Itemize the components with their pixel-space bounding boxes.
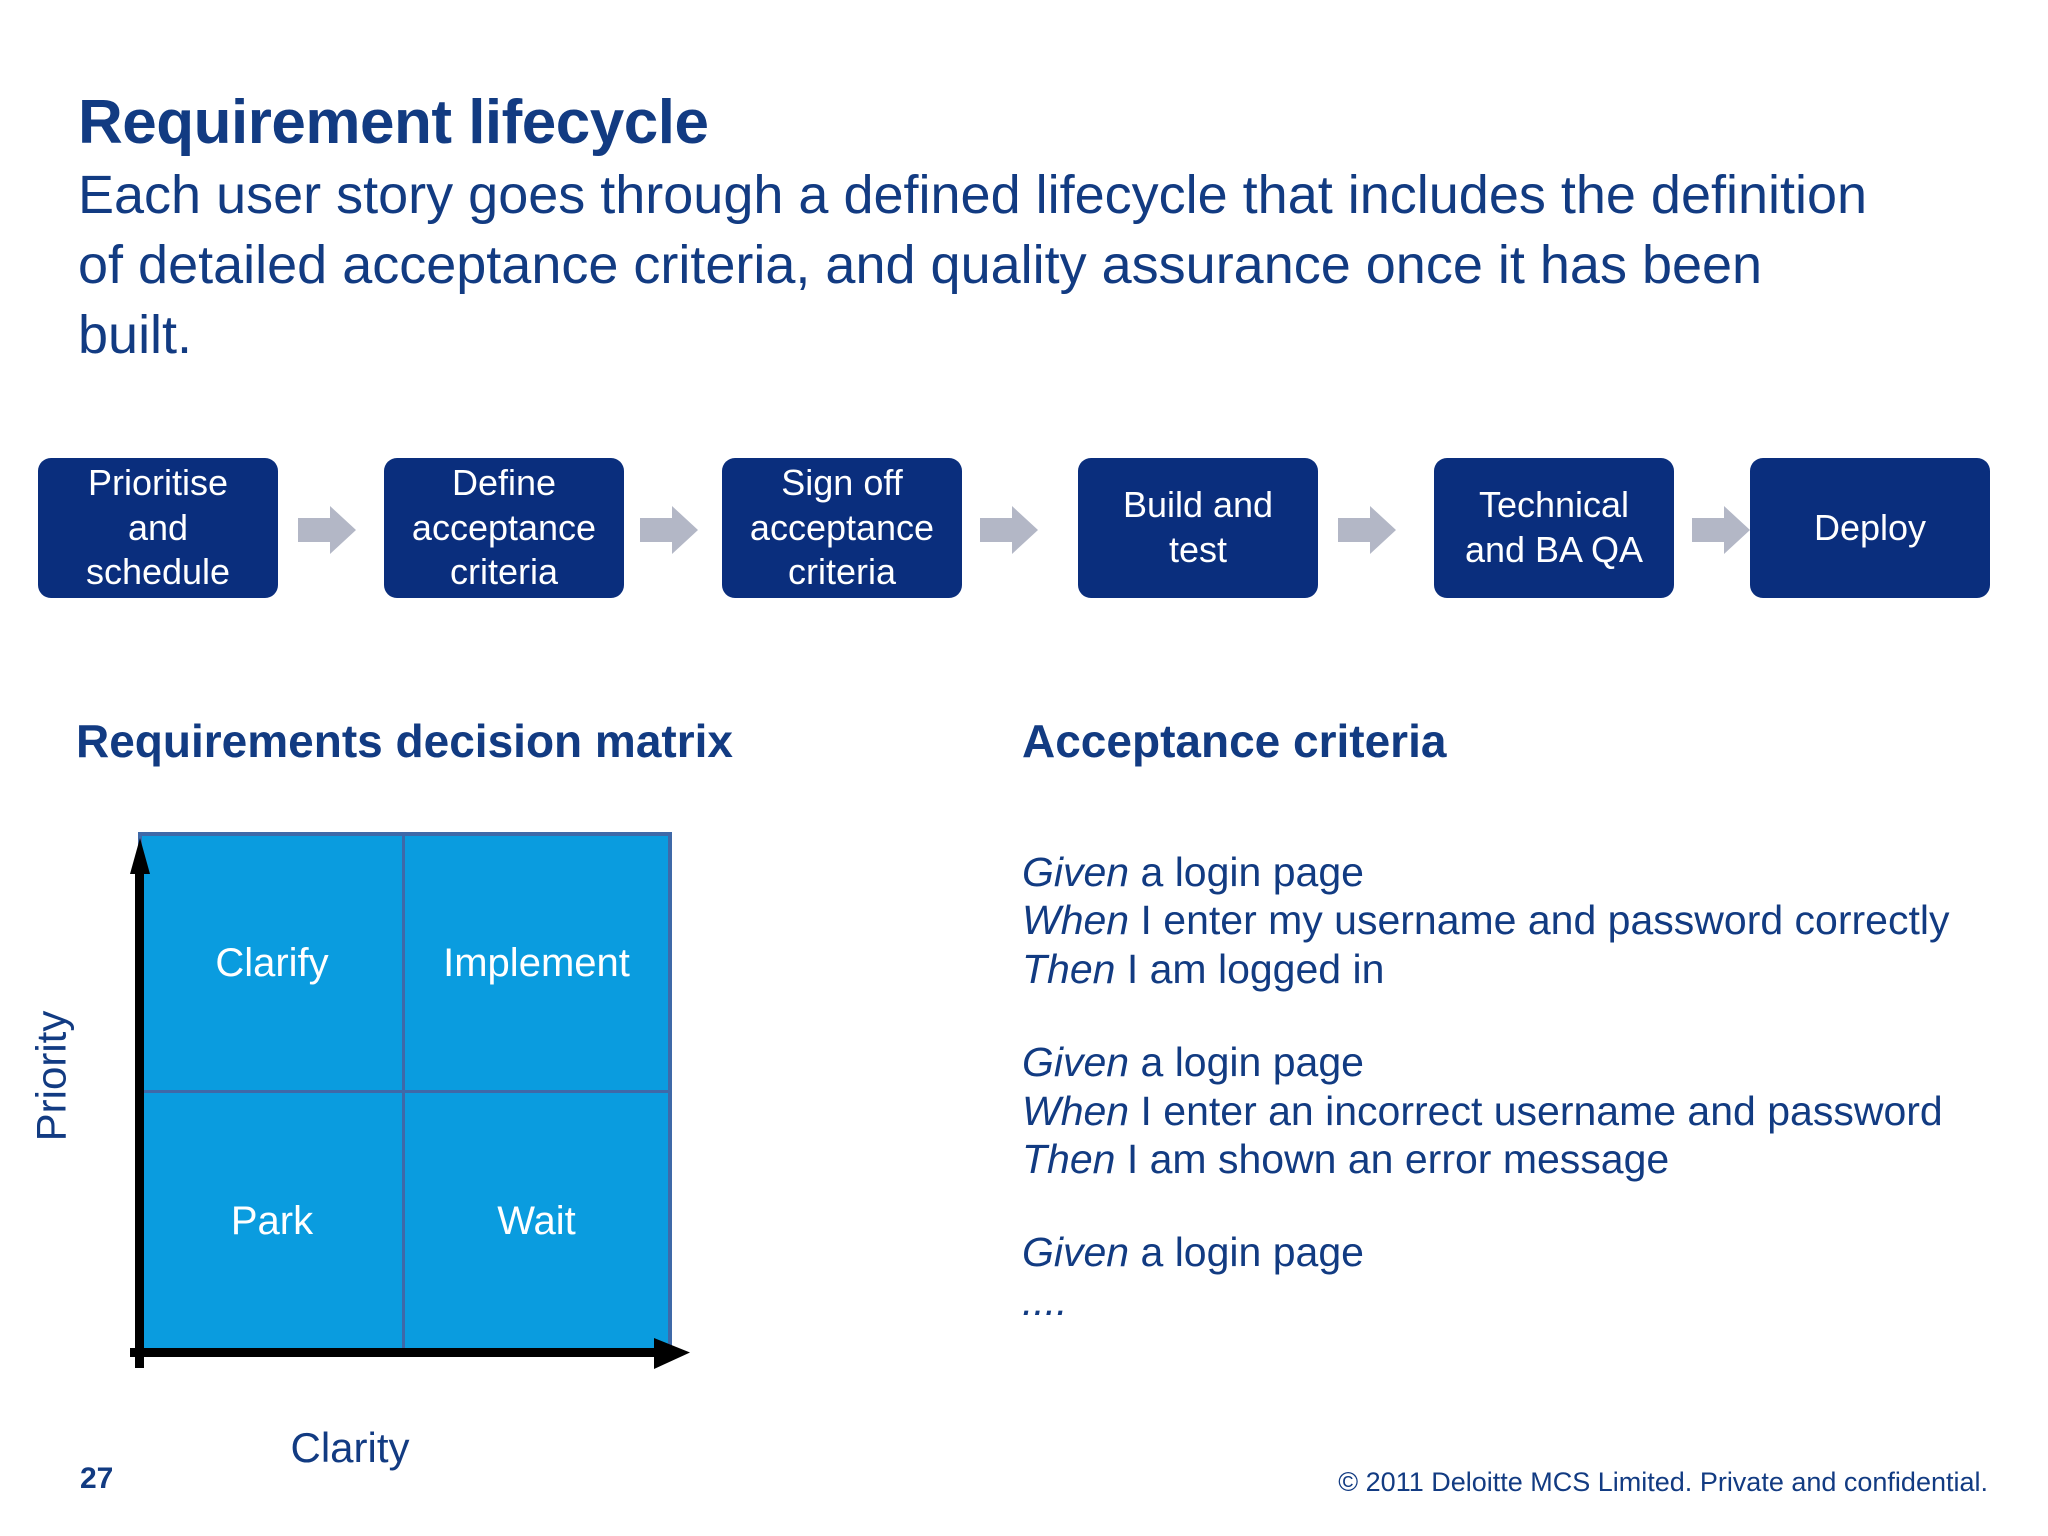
criteria-keyword: When xyxy=(1022,897,1130,944)
y-axis-label: Priority xyxy=(27,1010,75,1142)
criteria-block: Given a login page.... xyxy=(1022,1228,1982,1325)
flow-step-label-line: Build and xyxy=(1122,484,1274,526)
criteria-section-heading: Acceptance criteria xyxy=(1022,715,1447,767)
flow-step-label-line: criteria xyxy=(787,551,896,593)
criteria-keyword: .... xyxy=(1022,1277,1068,1324)
matrix-quadrant-wait[interactable]: Wait xyxy=(405,1093,668,1350)
matrix-quadrant-implement[interactable]: Implement xyxy=(405,836,668,1093)
matrix-section-heading: Requirements decision matrix xyxy=(76,715,733,767)
page-subtitle-line: built. xyxy=(78,305,193,365)
page-subtitle-line: Each user story goes through a defined l… xyxy=(78,165,1868,225)
criteria-line: When I enter an incorrect username and p… xyxy=(1022,1087,1982,1135)
page-subtitle-line: of detailed acceptance criteria, and qua… xyxy=(78,235,1763,295)
right-block-arrow-icon xyxy=(1692,506,1750,554)
criteria-line: Given a login page xyxy=(1022,1038,1982,1086)
criteria-line: Then I am shown an error message xyxy=(1022,1135,1982,1183)
right-block-arrow-icon xyxy=(1338,506,1396,554)
criteria-text: a login page xyxy=(1129,849,1364,895)
criteria-keyword: Given xyxy=(1022,1039,1130,1086)
criteria-text: I am logged in xyxy=(1115,945,1385,992)
matrix-grid: Clarify Implement Park Wait xyxy=(138,832,672,1354)
matrix-quadrant-park[interactable]: Park xyxy=(142,1093,405,1350)
flow-step-label-line: acceptance xyxy=(411,506,597,548)
quadrant-label: Park xyxy=(230,1199,314,1243)
quadrant-label: Wait xyxy=(497,1199,576,1243)
criteria-text: I enter an incorrect username and passwo… xyxy=(1129,1087,1943,1134)
criteria-keyword: Given xyxy=(1022,849,1130,895)
page-title: Requirement lifecycle xyxy=(78,88,709,157)
page-subtitle: Each user story goes through a defined l… xyxy=(78,168,1978,378)
flow-step-label-line: Sign off xyxy=(781,462,903,504)
quadrant-label: Clarify xyxy=(215,940,329,985)
matrix-quadrant-clarify[interactable]: Clarify xyxy=(142,836,405,1093)
flow-step-label-line: and xyxy=(127,506,189,548)
right-block-arrow-icon xyxy=(980,506,1038,554)
copyright-notice: © 2011 Deloitte MCS Limited. Private and… xyxy=(1338,1467,1988,1497)
criteria-keyword: Then xyxy=(1022,945,1116,992)
criteria-line: .... xyxy=(1022,1277,1982,1325)
flow-step-label-line: and BA QA xyxy=(1464,529,1644,570)
criteria-text: a login page xyxy=(1129,1039,1364,1086)
criteria-text: I am shown an error message xyxy=(1115,1135,1670,1182)
criteria-line: When I enter my username and password co… xyxy=(1022,896,1982,944)
flow-step-label-line: Deploy xyxy=(1813,506,1927,548)
flow-step-label-line: Technical xyxy=(1478,484,1630,526)
flow-step-label-line: acceptance xyxy=(749,506,935,548)
x-axis-label: Clarity xyxy=(290,1424,410,1471)
criteria-line: Given a login page xyxy=(1022,848,1982,896)
criteria-line: Given a login page xyxy=(1022,1228,1982,1276)
criteria-keyword: When xyxy=(1022,1087,1130,1134)
criteria-keyword: Then xyxy=(1022,1135,1116,1182)
criteria-text: I enter my username and password correct… xyxy=(1129,897,1950,944)
flow-step-label-line: test xyxy=(1168,529,1228,570)
quadrant-label: Implement xyxy=(443,940,630,985)
criteria-text: a login page xyxy=(1129,1229,1364,1276)
criteria-line: Then I am logged in xyxy=(1022,945,1982,993)
flow-step-label-line: Define xyxy=(451,462,557,504)
flow-step-label-line: schedule xyxy=(85,551,231,593)
criteria-keyword: Given xyxy=(1022,1229,1130,1276)
right-block-arrow-icon xyxy=(640,506,698,554)
flow-step-label-line: criteria xyxy=(449,551,558,593)
page-number: 27 xyxy=(80,1462,114,1495)
flow-step-label-line: Prioritise xyxy=(87,462,228,504)
flow-step-deploy[interactable]: Deploy xyxy=(1750,458,1990,598)
right-block-arrow-icon xyxy=(298,506,356,554)
